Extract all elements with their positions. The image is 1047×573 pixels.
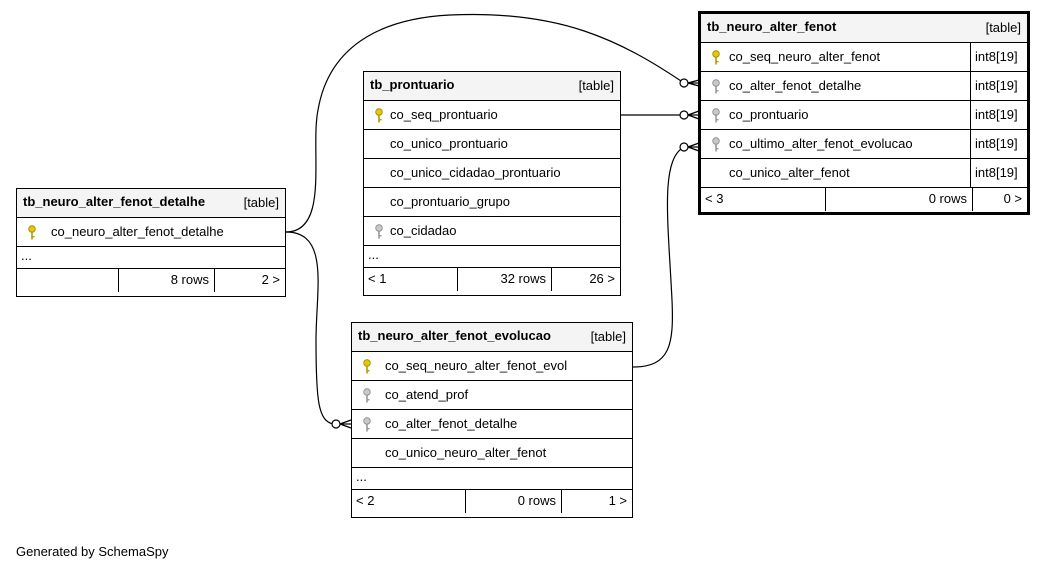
children-link[interactable]: 26 > <box>551 268 620 291</box>
column-name: co_atend_prof <box>385 387 469 402</box>
table-neuro-alter-fenot[interactable]: tb_neuro_alter_fenot [table] co_seq_neur… <box>698 11 1030 215</box>
table-header: tb_prontuario [table] <box>364 72 620 101</box>
generated-by-label: Generated by SchemaSpy <box>16 544 169 559</box>
column-row[interactable]: co_seq_neuro_alter_fenot_evol <box>352 352 632 381</box>
column-row[interactable]: co_unico_prontuario <box>364 130 620 159</box>
column-name: co_neuro_alter_fenot_detalhe <box>51 224 224 239</box>
row-count: 8 rows <box>118 269 214 292</box>
foreign-key-icon <box>363 417 371 432</box>
parents-link[interactable]: < 2 <box>356 493 375 508</box>
table-header: tb_neuro_alter_fenot_detalhe [table] <box>17 189 285 218</box>
table-prontuario[interactable]: tb_prontuario [table] co_seq_prontuario … <box>363 71 621 296</box>
column-type: int8[19] <box>970 130 1027 158</box>
column-name: co_unico_alter_fenot <box>729 165 850 180</box>
row-count: 0 rows <box>465 490 561 513</box>
parents-link[interactable]: < 1 <box>368 271 387 286</box>
column-row[interactable]: co_seq_prontuario <box>364 101 620 130</box>
relationship-detalhe-to-fenot <box>285 13 685 233</box>
column-row[interactable]: co_atend_prof <box>352 381 632 410</box>
parents-link[interactable]: < 3 <box>705 191 724 206</box>
table-tag: [table] <box>578 78 614 93</box>
table-neuro-alter-fenot-evolucao[interactable]: tb_neuro_alter_fenot_evolucao [table] co… <box>351 322 633 518</box>
column-name: co_alter_fenot_detalhe <box>385 416 518 431</box>
column-row[interactable]: co_alter_fenot_detalhe int8[19] <box>701 72 1027 101</box>
column-row[interactable]: co_unico_cidadao_prontuario <box>364 159 620 188</box>
column-type: int8[19] <box>970 159 1027 187</box>
column-row[interactable]: co_prontuario int8[19] <box>701 101 1027 130</box>
column-type: int8[19] <box>970 101 1027 129</box>
foreign-key-icon <box>712 79 720 94</box>
column-name: co_prontuario <box>729 107 809 122</box>
column-name: co_unico_neuro_alter_fenot <box>385 445 547 460</box>
column-name: co_seq_neuro_alter_fenot <box>729 49 881 64</box>
relationship-evolucao-to-fenot <box>632 146 685 368</box>
table-name: tb_neuro_alter_fenot_detalhe <box>23 194 206 209</box>
table-footer: < 1 32 rows 26 > <box>364 268 620 291</box>
table-name: tb_prontuario <box>370 77 455 92</box>
primary-key-icon <box>712 50 720 65</box>
primary-key-icon <box>363 359 371 374</box>
column-name: co_ultimo_alter_fenot_evolucao <box>729 136 913 151</box>
column-row[interactable]: co_cidadao <box>364 217 620 246</box>
relationship-detalhe-to-evolucao <box>285 231 335 425</box>
column-name: co_seq_neuro_alter_fenot_evol <box>385 358 568 373</box>
column-name: co_unico_cidadao_prontuario <box>390 165 561 180</box>
column-name: co_cidadao <box>390 223 457 238</box>
parents-link[interactable] <box>17 269 118 292</box>
column-name: co_unico_prontuario <box>390 136 508 151</box>
table-neuro-alter-fenot-detalhe[interactable]: tb_neuro_alter_fenot_detalhe [table] co_… <box>16 188 286 297</box>
foreign-key-icon <box>363 388 371 403</box>
primary-key-icon <box>375 108 383 123</box>
foreign-key-icon <box>375 224 383 239</box>
primary-key-icon <box>28 225 36 240</box>
column-row[interactable]: co_ultimo_alter_fenot_evolucao int8[19] <box>701 130 1027 159</box>
crowfoot-fenot-evolucao <box>679 142 700 152</box>
column-name: co_seq_prontuario <box>390 107 498 122</box>
table-footer: < 2 0 rows 1 > <box>352 490 632 513</box>
column-row[interactable]: co_unico_alter_fenot int8[19] <box>701 159 1027 188</box>
column-row[interactable]: co_unico_neuro_alter_fenot <box>352 439 632 468</box>
crowfoot-fenot-prontuario <box>679 110 700 120</box>
table-footer: < 3 0 rows 0 > <box>701 188 1027 211</box>
crowfoot-fenot-detalhe <box>679 78 700 88</box>
column-row[interactable]: co_prontuario_grupo <box>364 188 620 217</box>
table-name: tb_neuro_alter_fenot <box>707 19 837 34</box>
column-type: int8[19] <box>970 72 1027 100</box>
more-columns-ellipsis: ... <box>364 246 620 268</box>
foreign-key-icon <box>712 108 720 123</box>
column-row[interactable]: co_alter_fenot_detalhe <box>352 410 632 439</box>
table-header: tb_neuro_alter_fenot_evolucao [table] <box>352 323 632 352</box>
children-link[interactable]: 1 > <box>561 490 632 513</box>
crowfoot-evolucao-detalhe <box>331 419 352 429</box>
table-header: tb_neuro_alter_fenot [table] <box>701 14 1027 43</box>
children-link[interactable]: 0 > <box>972 188 1027 211</box>
more-columns-ellipsis: ... <box>352 468 632 490</box>
column-name: co_prontuario_grupo <box>390 194 510 209</box>
children-link[interactable]: 2 > <box>214 269 285 292</box>
table-tag: [table] <box>985 20 1021 35</box>
row-count: 32 rows <box>457 268 551 291</box>
column-row[interactable]: co_seq_neuro_alter_fenot int8[19] <box>701 43 1027 72</box>
table-name: tb_neuro_alter_fenot_evolucao <box>358 328 551 343</box>
foreign-key-icon <box>712 137 720 152</box>
more-columns-ellipsis: ... <box>17 247 285 269</box>
row-count: 0 rows <box>825 188 972 211</box>
table-footer: 8 rows 2 > <box>17 269 285 292</box>
table-tag: [table] <box>590 329 626 344</box>
column-row[interactable]: co_neuro_alter_fenot_detalhe <box>17 218 285 247</box>
table-tag: [table] <box>243 195 279 210</box>
column-name: co_alter_fenot_detalhe <box>729 78 862 93</box>
column-type: int8[19] <box>970 43 1027 71</box>
